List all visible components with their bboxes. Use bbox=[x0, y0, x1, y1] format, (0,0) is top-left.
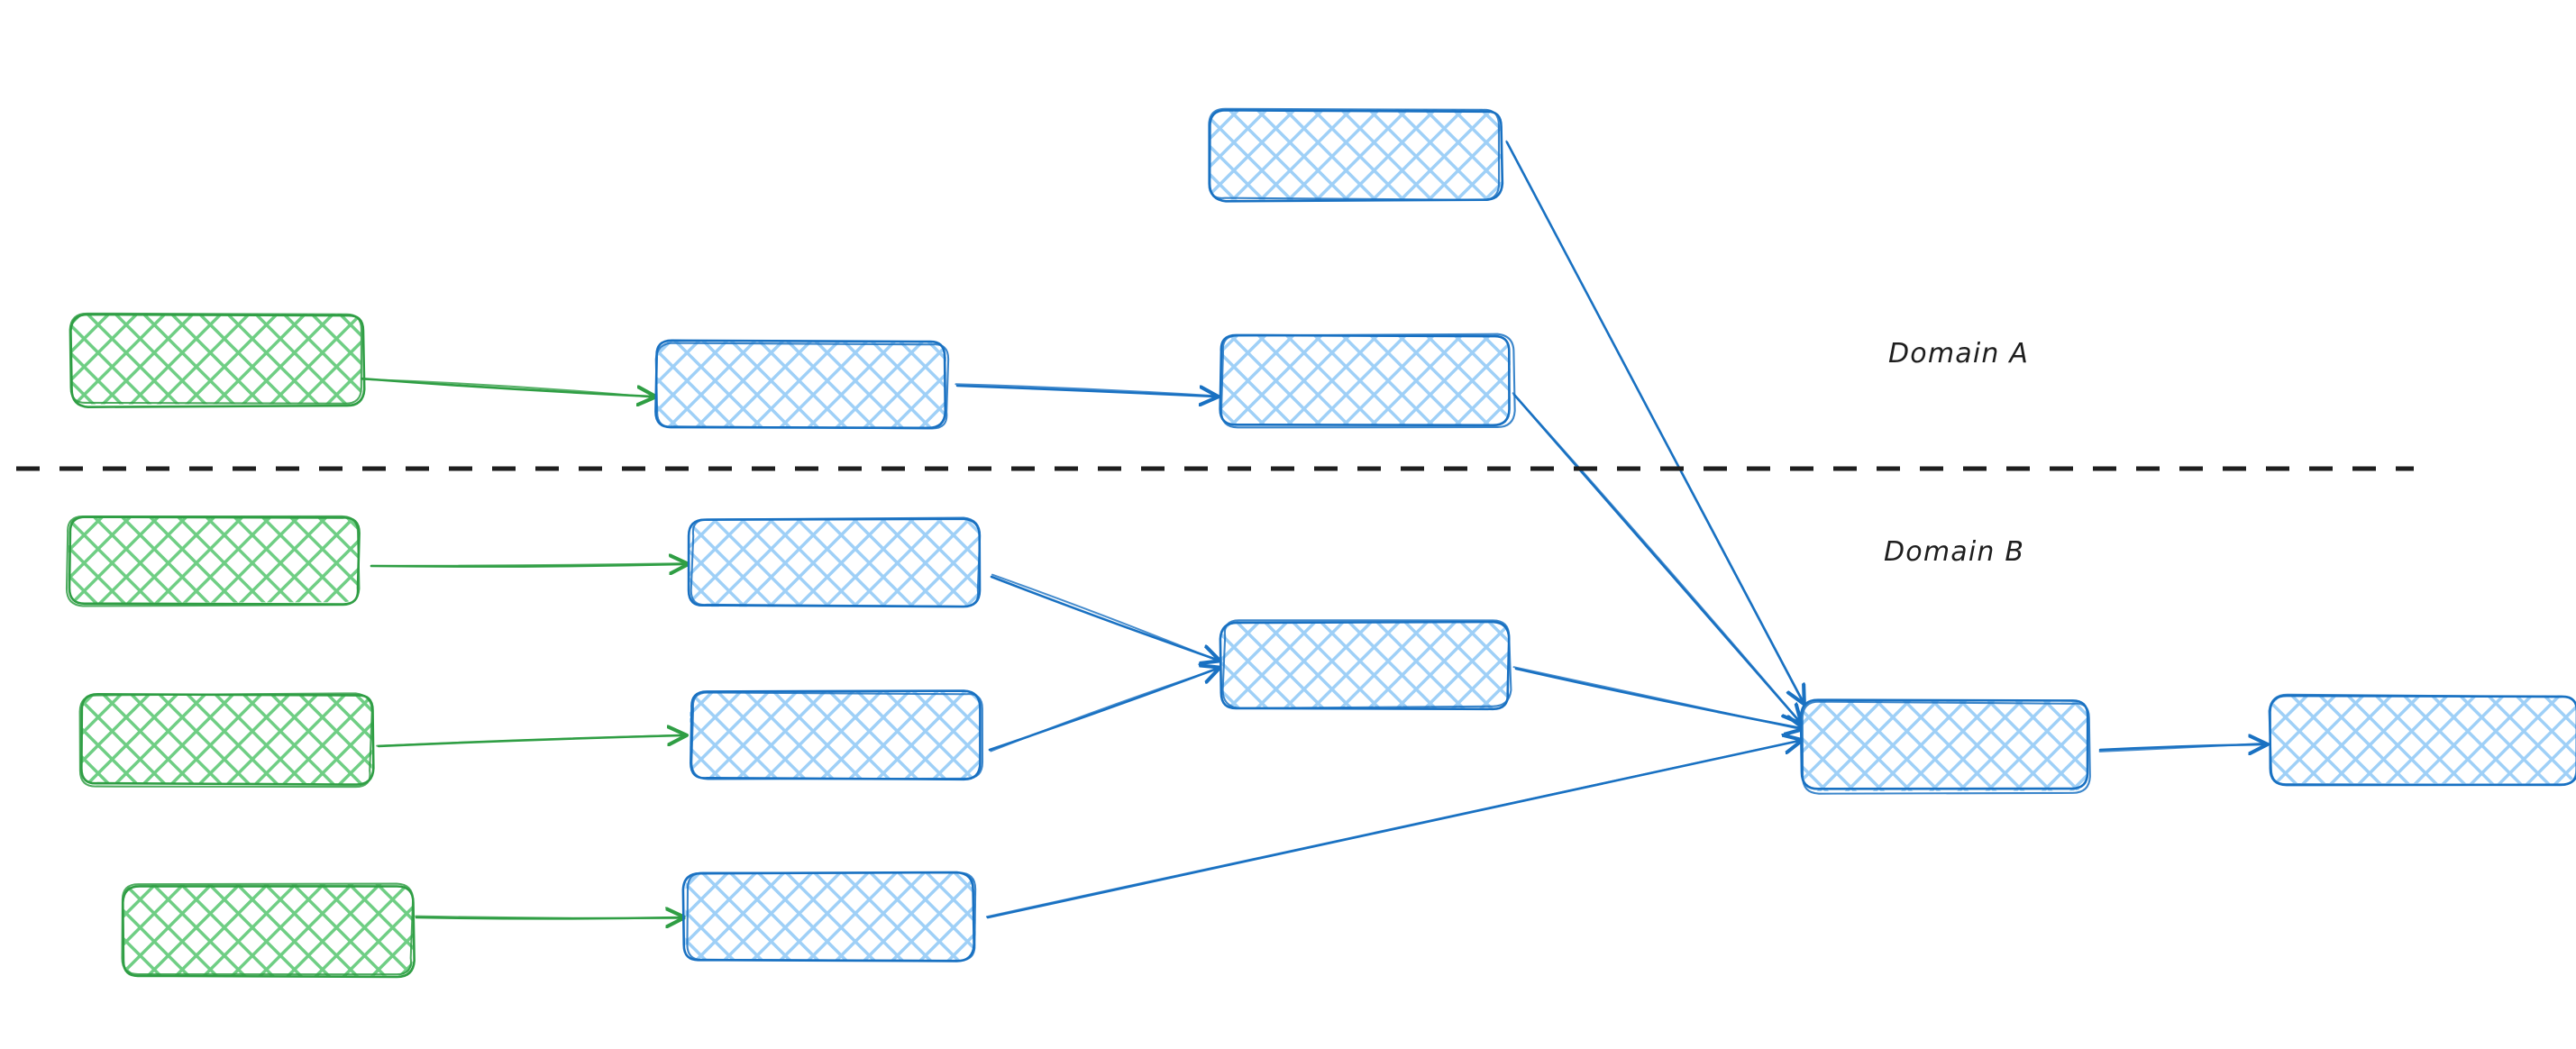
edge-b-proc-3-to-b-sink[interactable] bbox=[985, 741, 1800, 919]
edge-b-src-1-to-b-proc-1[interactable] bbox=[370, 563, 685, 566]
edge-b-proc-2-to-b-merge[interactable] bbox=[988, 669, 1217, 753]
edge-b-proc-1-to-b-merge[interactable] bbox=[990, 573, 1217, 661]
edge-b-src-3-to-b-proc-3[interactable] bbox=[415, 917, 681, 919]
edge-b-src-2-to-b-proc-2[interactable] bbox=[376, 735, 683, 748]
node-b-proc-1[interactable] bbox=[687, 516, 982, 608]
node-a-src-1[interactable] bbox=[69, 312, 366, 408]
node-b-proc-3[interactable] bbox=[681, 871, 977, 962]
node-a-top-1[interactable] bbox=[1208, 107, 1504, 203]
edge-a-proc-1-to-a-proc-2[interactable] bbox=[955, 383, 1215, 397]
edges-layer bbox=[359, 140, 2264, 919]
edge-a-src-1-to-a-proc-1[interactable] bbox=[359, 377, 653, 397]
node-b-src-3[interactable] bbox=[121, 882, 416, 979]
node-b-out[interactable] bbox=[2268, 693, 2576, 787]
edge-a-proc-2-to-b-sink[interactable] bbox=[1512, 392, 1799, 721]
node-a-proc-1[interactable] bbox=[654, 339, 950, 430]
edge-b-sink-to-b-out[interactable] bbox=[2098, 743, 2264, 752]
node-b-merge[interactable] bbox=[1219, 619, 1512, 711]
node-b-src-2[interactable] bbox=[78, 692, 375, 789]
node-b-proc-2[interactable] bbox=[690, 689, 984, 781]
domain-a-label: Domain A bbox=[1888, 338, 2030, 369]
node-b-src-1[interactable] bbox=[65, 515, 361, 607]
node-a-proc-2[interactable] bbox=[1219, 333, 1516, 429]
edge-a-top-1-to-b-sink[interactable] bbox=[1505, 140, 1803, 702]
nodes-layer bbox=[65, 107, 2576, 979]
node-b-sink[interactable] bbox=[1799, 698, 2091, 795]
edge-b-merge-to-b-sink[interactable] bbox=[1512, 666, 1801, 729]
domain-b-label: Domain B bbox=[1884, 536, 2025, 568]
